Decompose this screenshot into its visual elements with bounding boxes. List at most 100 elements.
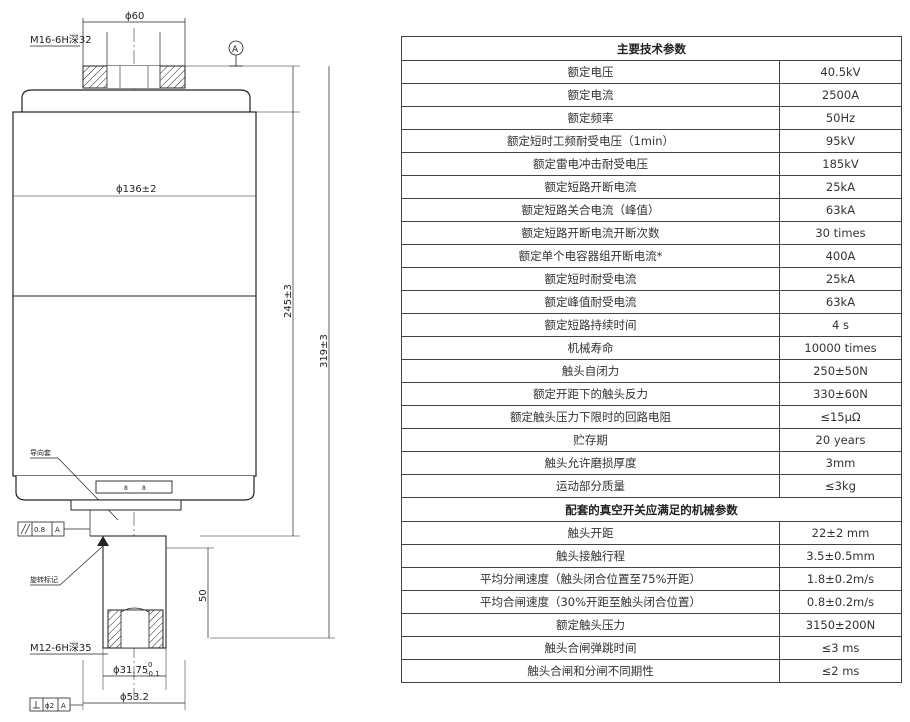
top-cap [21, 89, 251, 112]
tolerance-1-value: 0.8 [34, 526, 45, 534]
param-name: 额定电流 [401, 83, 780, 107]
guide-slot [95, 480, 173, 494]
guide-label: 导向套 [30, 448, 51, 457]
table-row: 平均分闸速度（触头闭合位置至75%开距）1.8±0.2m/s [401, 567, 902, 591]
param-name: 平均分闸速度（触头闭合位置至75%开距） [401, 567, 780, 591]
technical-drawing: ϕ60 M16-6H深32 A ϕ136±2 245±3 319±3 导向套 8… [12, 11, 335, 712]
param-value: 30 times [779, 221, 902, 245]
height-outer-label: 319±3 [319, 334, 330, 368]
param-name: 额定开距下的触头反力 [401, 382, 780, 406]
section-header-row: 配套的真空开关应满足的机械参数 [401, 497, 902, 522]
param-value: 3150±200N [779, 613, 902, 637]
param-name: 额定单个电容器组开断电流* [401, 244, 780, 268]
guide-sleeve [70, 499, 182, 511]
param-name: 额定短路关合电流（峰值） [401, 198, 780, 222]
base-diameter-label: ϕ53.2 [120, 692, 149, 703]
stem-length-label: 50 [198, 589, 209, 602]
param-name: 触头合闸和分闸不同期性 [401, 659, 780, 683]
param-name: 额定短路持续时间 [401, 313, 780, 337]
param-name: 额定短时耐受电流 [401, 267, 780, 291]
tolerance-2-value: ϕ2 [45, 702, 54, 710]
slot-mark-2: 8 [142, 485, 146, 492]
table-row: 触头合闸和分闸不同期性≤2 ms [401, 659, 902, 683]
table-row: 平均合闸速度（30%开距至触头闭合位置）0.8±0.2m/s [401, 590, 902, 614]
ceramic-body [12, 111, 257, 477]
param-name: 额定雷电冲击耐受电压 [401, 152, 780, 176]
param-value: 63kA [779, 198, 902, 222]
param-value: ≤2 ms [779, 659, 902, 683]
bottom-thread-label: M12-6H深35 [30, 642, 92, 654]
param-value: 25kA [779, 175, 902, 199]
slot-mark-1: 8 [124, 485, 128, 492]
table-row: 额定短路关合电流（峰值）63kA [401, 198, 902, 222]
section-header-row: 主要技术参数 [401, 36, 902, 61]
param-value: 63kA [779, 290, 902, 314]
param-value: 330±60N [779, 382, 902, 406]
param-name: 额定短时工频耐受电压（1min） [401, 129, 780, 153]
param-name: 触头自闭力 [401, 359, 780, 383]
param-name: 触头允许磨损厚度 [401, 451, 780, 475]
param-value: 2500A [779, 83, 902, 107]
param-value: 185kV [779, 152, 902, 176]
param-name: 额定触头压力 [401, 613, 780, 637]
body-diameter-label: ϕ136±2 [116, 184, 156, 195]
stem-diameter-label: ϕ31.75 [113, 665, 148, 676]
table-row: 额定单个电容器组开断电流*400A [401, 244, 902, 268]
param-name: 机械寿命 [401, 336, 780, 360]
top-thread-label: M16-6H深32 [30, 34, 92, 46]
param-value: 50Hz [779, 106, 902, 130]
stem-tol-lower: -0.1 [146, 670, 160, 678]
stem-tol-upper: 0 [148, 661, 152, 669]
param-value: 0.8±0.2m/s [779, 590, 902, 614]
param-value: ≤15μΩ [779, 405, 902, 429]
height-inner-label: 245±3 [283, 284, 294, 318]
tolerance-2-ref: A [61, 702, 66, 710]
param-name: 额定频率 [401, 106, 780, 130]
param-value: 22±2 mm [779, 521, 902, 545]
param-value: 20 years [779, 428, 902, 452]
table-row: 触头合闸弹跳时间≤3 ms [401, 636, 902, 660]
section-title-main: 主要技术参数 [401, 36, 902, 61]
param-value: 3mm [779, 451, 902, 475]
param-value: 3.5±0.5mm [779, 544, 902, 568]
param-value: 10000 times [779, 336, 902, 360]
param-value: 250±50N [779, 359, 902, 383]
param-name: 额定电压 [401, 60, 780, 84]
param-name: 额定峰值耐受电流 [401, 290, 780, 314]
param-name: 额定短路开断电流开断次数 [401, 221, 780, 245]
param-value: 400A [779, 244, 902, 268]
param-value: ≤3kg [779, 474, 902, 498]
param-name: 触头合闸弹跳时间 [401, 636, 780, 660]
param-value: 25kA [779, 267, 902, 291]
top-diameter-label: ϕ60 [125, 11, 144, 22]
param-value: 40.5kV [779, 60, 902, 84]
table-row: 运动部分质量≤3kg [401, 474, 902, 498]
section-title-mechanical: 配套的真空开关应满足的机械参数 [401, 497, 902, 522]
param-name: 触头开距 [401, 521, 780, 545]
param-name: 平均合闸速度（30%开距至触头闭合位置） [401, 590, 780, 614]
rotation-label: 旋转标记 [30, 575, 58, 584]
datum-label: A [232, 45, 239, 55]
param-name: 贮存期 [401, 428, 780, 452]
param-value: 95kV [779, 129, 902, 153]
tolerance-1-ref: A [55, 526, 60, 534]
param-name: 额定触头压力下限时的回路电阻 [401, 405, 780, 429]
param-name: 额定短路开断电流 [401, 175, 780, 199]
param-value: 4 s [779, 313, 902, 337]
